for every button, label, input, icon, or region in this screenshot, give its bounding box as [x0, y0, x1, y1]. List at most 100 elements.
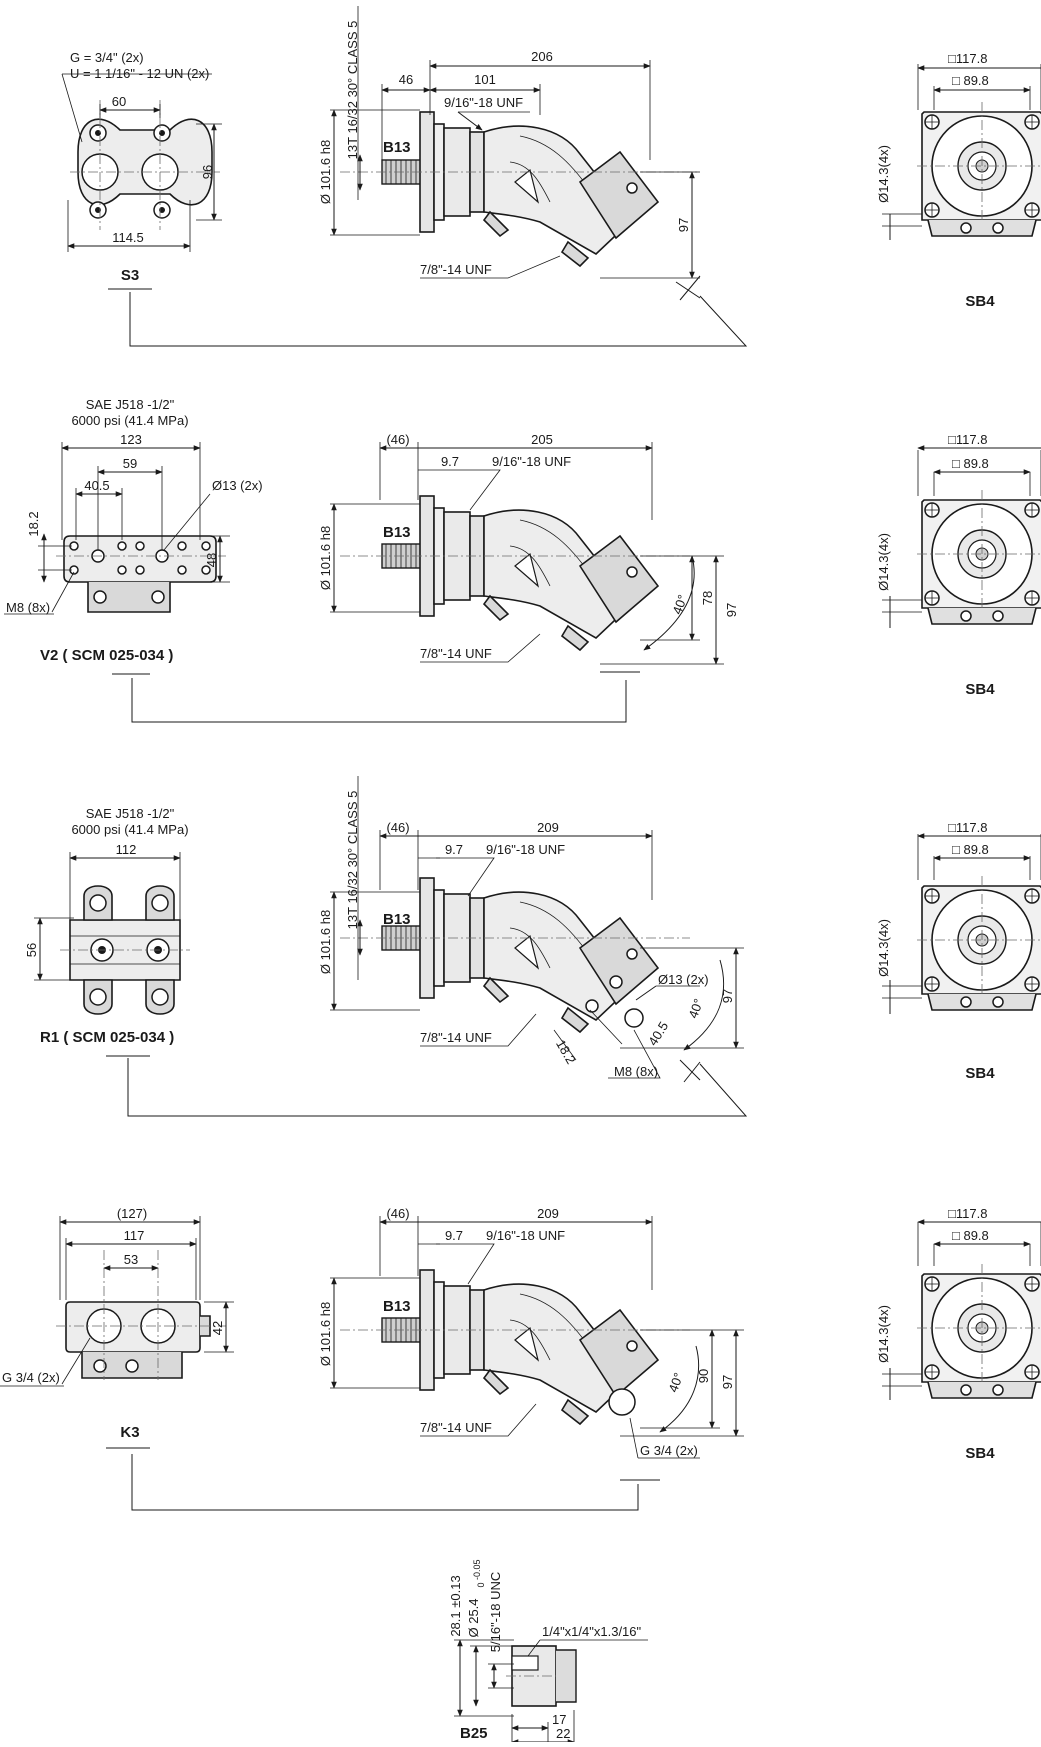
dim-127-ref: (127)	[117, 1206, 147, 1221]
sq-89-8: □ 89.8	[952, 456, 989, 471]
dim-205: 205	[531, 432, 553, 447]
key-dim: 1/4"x1/4"x1.3/16"	[542, 1624, 642, 1639]
row1-flange-dims	[882, 64, 1041, 240]
dim-9-7: 9.7	[445, 842, 463, 857]
dim-42: 42	[210, 1321, 225, 1335]
holes-14-3: Ø14.3(4x)	[876, 533, 891, 591]
sq-89-8: □ 89.8	[952, 842, 989, 857]
dim-209: 209	[537, 820, 559, 835]
holes-14-3: Ø14.3(4x)	[876, 919, 891, 977]
row3: SAE J518 -1/2" 6000 psi (41.4 MPa) 112 5…	[24, 776, 1041, 1117]
label-sb4-3: SB4	[965, 1065, 995, 1082]
dim-53: 53	[124, 1252, 138, 1267]
sq-117-8: □117.8	[948, 820, 987, 835]
v2-port-view	[38, 442, 230, 613]
thread-top: 9/16"-18 UNF	[444, 95, 523, 110]
dim-9-7: 9.7	[441, 454, 459, 469]
label-sb4-1: SB4	[965, 293, 995, 310]
row1-dims	[330, 6, 701, 301]
port-note-u: U = 1 1/16" - 12 UN (2x)	[70, 66, 209, 81]
dim-46-ref: (46)	[386, 432, 409, 447]
dim-46: 46	[399, 72, 413, 87]
dim-13-2x: Ø13 (2x)	[212, 478, 263, 493]
spline-spec: 13T 16/32 30° CLASS 5	[345, 21, 360, 160]
row1: G = 3/4" (2x) U = 1 1/16" - 12 UN (2x) 6…	[61, 6, 1041, 347]
dim-18-2: 18.2	[553, 1037, 579, 1066]
thread-bottom: 7/8"-14 UNF	[420, 1420, 492, 1435]
label-b25: B25	[460, 1725, 488, 1742]
dim-48: 48	[204, 553, 219, 567]
dia-101-6: Ø 101.6 h8	[318, 140, 333, 204]
label-r1: R1 ( SCM 025-034 )	[40, 1029, 174, 1046]
dia-101-6: Ø 101.6 h8	[318, 910, 333, 974]
dim-46-ref: (46)	[386, 820, 409, 835]
dim-28-1: 28.1 ±0.13	[448, 1575, 463, 1636]
m8-8x: M8 (8x)	[614, 1064, 658, 1079]
dim-90: 90	[696, 1369, 711, 1383]
motor-view-4	[340, 1269, 690, 1425]
row3-flange-dims	[882, 833, 1041, 1014]
motor-view-1	[340, 111, 700, 267]
row4: (127) 117 53 42 G 3/4 (2x) K3	[0, 1206, 1041, 1511]
dim-97: 97	[676, 218, 691, 232]
tol-upper: 0	[476, 1582, 486, 1587]
sq-89-8: □ 89.8	[952, 73, 989, 88]
dim-101: 101	[474, 72, 496, 87]
thread-top: 9/16"-18 UNF	[492, 454, 571, 469]
dim-97: 97	[724, 603, 739, 617]
shaft-label: B13	[383, 524, 411, 541]
flange-view-3	[916, 875, 1041, 1011]
m8-8x: M8 (8x)	[6, 600, 50, 615]
dim-40-5: 40.5	[84, 478, 109, 493]
dim-96: 96	[200, 165, 215, 179]
thread-bottom: 7/8"-14 UNF	[420, 1030, 492, 1045]
dim-56: 56	[24, 943, 39, 957]
dim-60: 60	[112, 94, 126, 109]
dim-59: 59	[123, 456, 137, 471]
shaft-b25-detail	[454, 1639, 648, 1745]
dim-18-2: 18.2	[26, 511, 41, 536]
port-g34: G 3/4 (2x)	[2, 1370, 60, 1385]
angle-40: 40°	[685, 997, 706, 1021]
dim-40-5: 40.5	[645, 1019, 671, 1048]
dim-17: 17	[552, 1712, 566, 1727]
sae-note: SAE J518 -1/2"	[86, 397, 175, 412]
thread-top: 9/16"-18 UNF	[486, 842, 565, 857]
sq-117-8: □117.8	[948, 432, 987, 447]
s3-port-view	[61, 73, 222, 252]
dim-22: 22	[556, 1726, 570, 1741]
holes-14-3: Ø14.3(4x)	[876, 1305, 891, 1363]
holes-14-3: Ø14.3(4x)	[876, 145, 891, 203]
spline-spec: 13T 16/32 30° CLASS 5	[345, 791, 360, 930]
dim-97: 97	[720, 989, 735, 1003]
dim-25-4: Ø 25.4	[466, 1598, 481, 1637]
flange-view-4	[916, 1263, 1041, 1399]
flange-view-2	[916, 489, 1041, 625]
tol-lower: -0.05	[472, 1559, 482, 1580]
angle-40: 40°	[669, 593, 690, 617]
pressure-note: 6000 psi (41.4 MPa)	[71, 822, 188, 837]
thread-bottom: 7/8"-14 UNF	[420, 262, 492, 277]
dim-123: 123	[120, 432, 142, 447]
dim-13-2x: Ø13 (2x)	[658, 972, 709, 987]
pressure-note: 6000 psi (41.4 MPa)	[71, 413, 188, 428]
row4-flange-dims	[882, 1219, 1041, 1400]
sq-117-8: □117.8	[948, 1206, 987, 1221]
r1-port-view	[34, 852, 190, 1015]
connector-1	[129, 292, 748, 347]
motor-view-2	[340, 495, 690, 651]
label-sb4-2: SB4	[965, 681, 995, 698]
label-s3: S3	[121, 267, 139, 284]
connector-3	[127, 1058, 748, 1117]
dim-206: 206	[531, 49, 553, 64]
shaft-label: B13	[383, 1298, 411, 1315]
label-sb4-4: SB4	[965, 1445, 995, 1462]
dim-114-5: 114.5	[112, 230, 144, 245]
thread-top: 9/16"-18 UNF	[486, 1228, 565, 1243]
dia-101-6: Ø 101.6 h8	[318, 1302, 333, 1366]
row2-dims	[330, 442, 724, 673]
dia-101-6: Ø 101.6 h8	[318, 526, 333, 590]
dim-112: 112	[116, 842, 137, 857]
